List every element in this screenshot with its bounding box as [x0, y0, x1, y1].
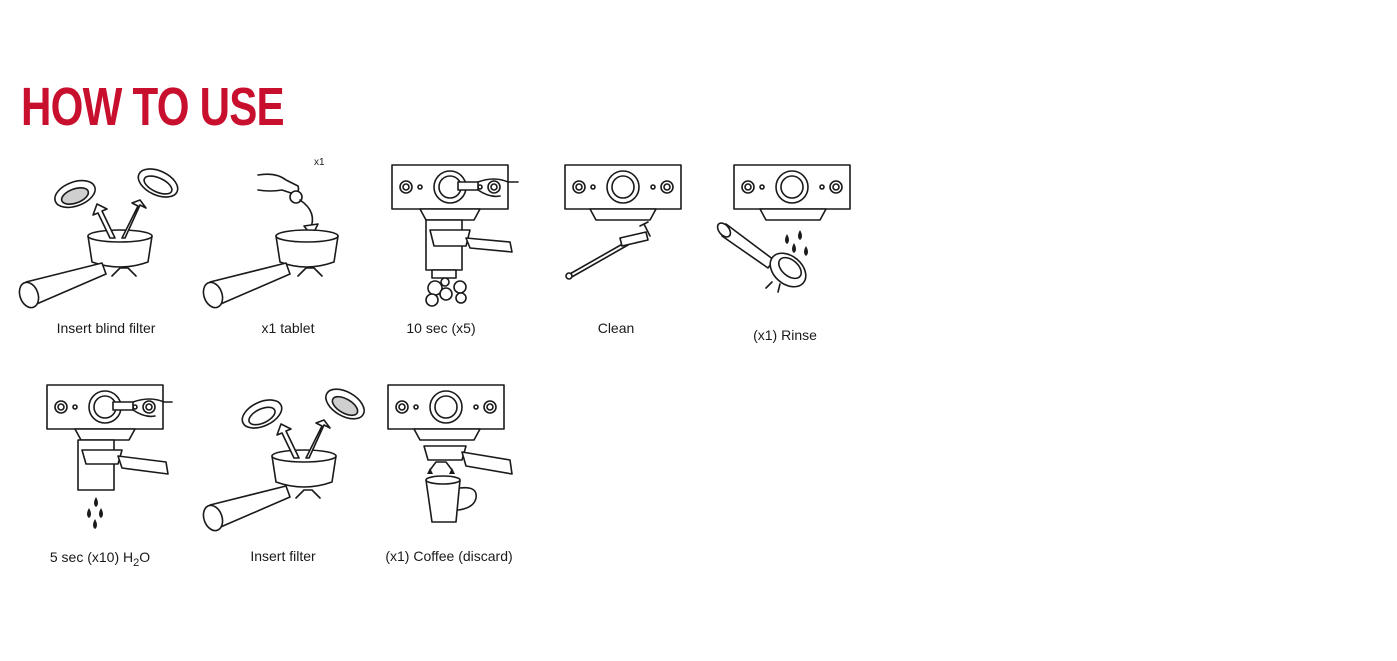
machine-coffee-cup-icon [387, 384, 513, 523]
portafilter-rinse-drops-icon [716, 164, 851, 293]
portafilter-insert-blind-filter-icon [18, 168, 179, 309]
caption-subscript: 2 [133, 556, 140, 569]
step-caption: (x1) Rinse [753, 327, 817, 343]
step-caption: Clean [597, 320, 635, 336]
machine-hand-water-drops-icon [46, 384, 173, 529]
caption-tail: O [139, 549, 151, 565]
step-caption: x1 tablet [261, 320, 315, 336]
page-title: HOW TO USE [21, 77, 285, 137]
machine-cleaning-brush-icon [564, 164, 682, 280]
portafilter-insert-filter-icon [202, 388, 365, 532]
step-caption: (x1) Coffee (discard) [385, 548, 513, 564]
step-caption: 10 sec (x5) [406, 320, 476, 336]
tablet-count-tag: x1 [314, 157, 325, 168]
machine-hand-lever-bubbles-icon [391, 164, 519, 307]
step-caption: 5 sec (x10) H2O [50, 549, 150, 571]
hand-drop-tablet-icon [202, 173, 339, 309]
step-caption: Insert filter [250, 548, 316, 564]
step-caption: Insert blind filter [56, 320, 156, 336]
caption-main: 5 sec (x10) H [49, 549, 134, 565]
